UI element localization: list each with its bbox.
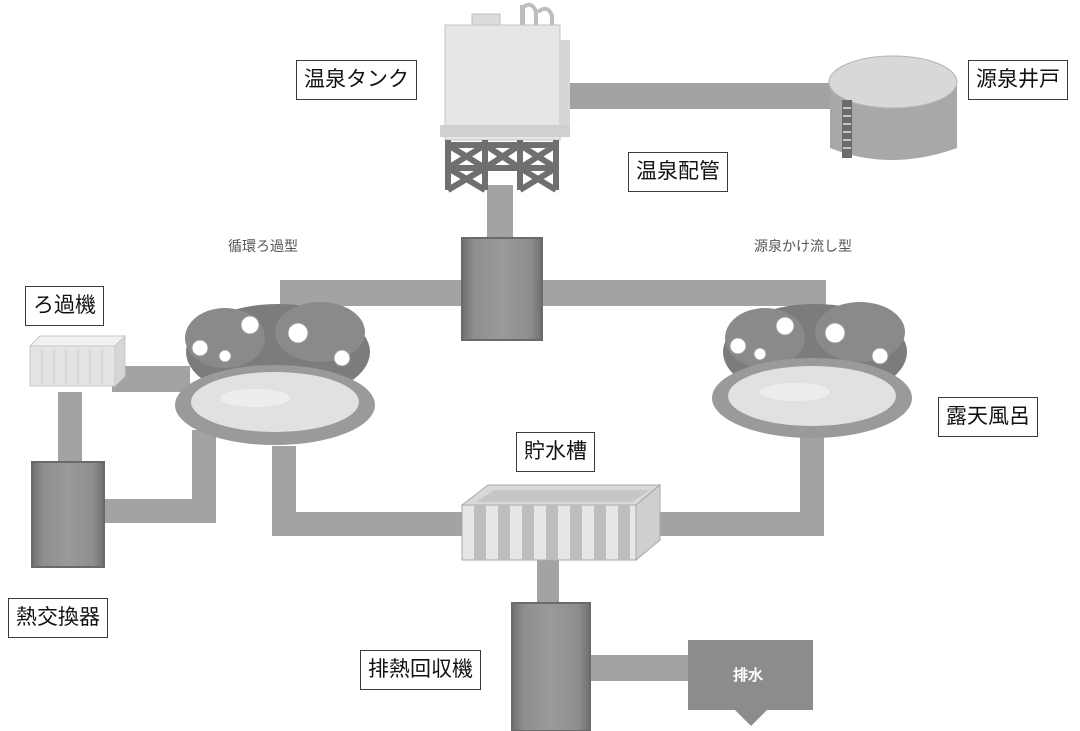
drain-box [688, 640, 813, 710]
label-hot-spring-tank: 温泉タンク [296, 60, 417, 100]
label-open-air-bath: 露天風呂 [938, 397, 1038, 437]
caption-circulation-filtration-type: 循環ろ過型 [228, 239, 298, 255]
label-filter-machine: ろ過機 [25, 286, 104, 326]
caption-free-flowing-source-type: 源泉かけ流し型 [754, 239, 852, 255]
drain [688, 640, 813, 726]
pipe-bath-to-exchanger [192, 430, 216, 523]
pipe-recovery-to-drain [590, 655, 690, 681]
label-heat-exchanger: 熱交換器 [8, 598, 108, 638]
heat-exchanger-unit [31, 461, 105, 568]
label-hot-spring-piping: 温泉配管 [628, 152, 728, 192]
label-storage-tank: 貯水槽 [516, 432, 595, 472]
heat-recovery-unit [511, 602, 591, 731]
filter-machine [28, 334, 127, 388]
storage-tank-unit [460, 483, 662, 562]
drain-arrow-icon [733, 708, 769, 726]
pipe-tank-to-unit [487, 185, 513, 240]
pipes [58, 83, 835, 681]
pipe-distribution [280, 280, 825, 306]
source-well [828, 55, 958, 160]
pipe-storage-to-recovery [537, 560, 559, 610]
hot-spring-tank [440, 2, 570, 193]
left-open-air-bath [175, 302, 375, 445]
drain-label: 排水 [733, 666, 764, 684]
right-open-air-bath [712, 302, 912, 438]
label-heat-recovery-unit: 排熱回収機 [360, 650, 481, 690]
pipe-tank-to-well [540, 83, 835, 109]
pipe-left-to-storage [272, 512, 472, 536]
label-source-well: 源泉井戸 [968, 60, 1068, 100]
central-pump-unit [461, 237, 543, 341]
pipe-filter-to-exchanger [58, 392, 82, 462]
